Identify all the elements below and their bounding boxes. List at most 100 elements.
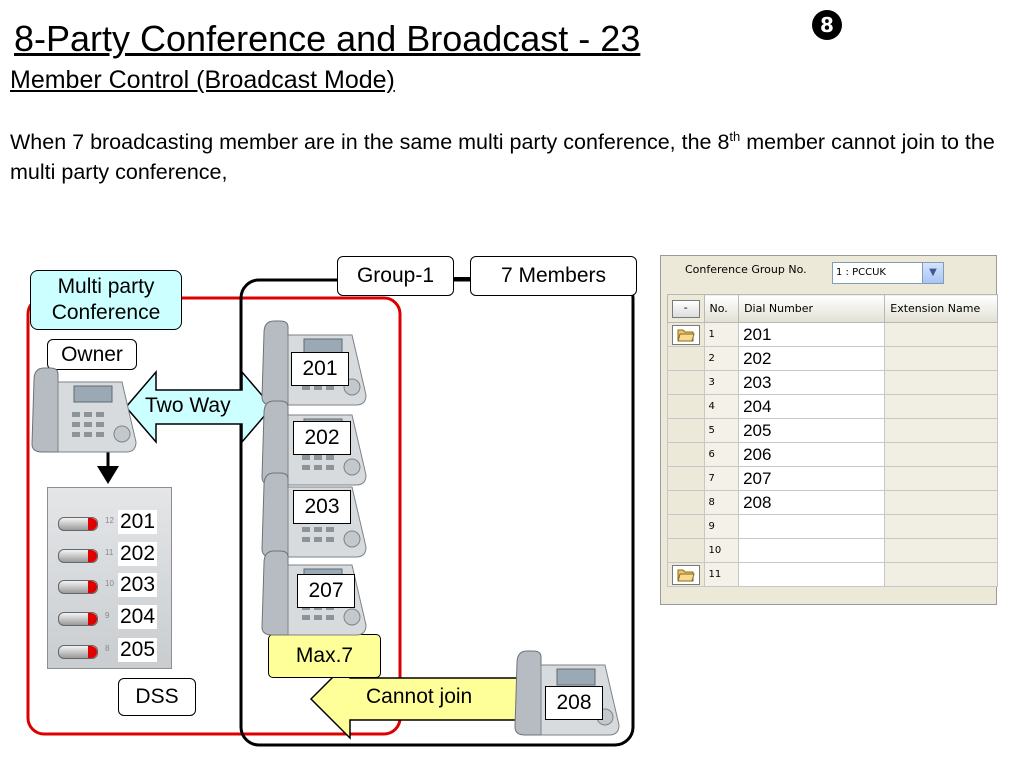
dss-key-index: 12	[105, 516, 114, 525]
table-header-row: - No. Dial Number Extension Name	[667, 294, 998, 323]
dss-key-row: 10 203	[58, 573, 170, 599]
chevron-down-icon[interactable]: ▼	[922, 263, 943, 283]
table-row[interactable]: 10	[667, 538, 998, 563]
cell-no: 10	[703, 538, 740, 563]
group-label: Group-1	[337, 256, 454, 296]
cell-extension-name[interactable]	[884, 346, 998, 371]
owner-label: Owner	[47, 339, 137, 370]
folder-icon[interactable]	[671, 564, 700, 585]
table-row[interactable]: 9	[667, 514, 998, 539]
cell-extension-name[interactable]	[884, 370, 998, 395]
row-control	[667, 466, 705, 491]
dss-key-index: 8	[105, 644, 110, 653]
table-row[interactable]: 11	[667, 562, 998, 587]
column-header-dial-number[interactable]: Dial Number	[738, 294, 886, 323]
description-part2: member cannot join to the multi party co…	[10, 130, 995, 185]
phone-number-207: 207	[297, 574, 355, 608]
dss-key-button[interactable]	[58, 580, 98, 594]
dss-label: DSS	[118, 678, 196, 716]
multi-party-line1: Multi party	[57, 275, 155, 298]
cell-extension-name[interactable]	[884, 466, 998, 491]
dss-key-number: 203	[118, 573, 158, 597]
conference-frame	[26, 296, 402, 736]
column-header-extension-name[interactable]: Extension Name	[884, 294, 998, 323]
phone-number-208: 208	[545, 686, 603, 720]
members-label: 7 Members	[470, 256, 637, 296]
cell-no: 5	[703, 418, 740, 443]
cell-dial-number[interactable]: 201	[738, 322, 886, 347]
phone-number-201: 201	[291, 352, 349, 386]
cell-dial-number[interactable]	[738, 514, 886, 539]
dss-key-number: 201	[118, 510, 158, 534]
cell-dial-number[interactable]	[738, 538, 886, 563]
cell-extension-name[interactable]	[884, 418, 998, 443]
dss-key-row: 12 201	[58, 510, 170, 536]
cell-dial-number[interactable]: 203	[738, 370, 886, 395]
dss-key-row: 8 205	[58, 638, 170, 664]
remove-button[interactable]: -	[671, 299, 700, 318]
cell-extension-name[interactable]	[884, 442, 998, 467]
table-header-control: -	[667, 294, 705, 323]
cell-no: 7	[703, 466, 740, 491]
row-control	[667, 490, 705, 515]
cell-no: 8	[703, 490, 740, 515]
row-control	[667, 370, 705, 395]
column-header-no[interactable]: No.	[703, 294, 740, 323]
folder-icon[interactable]	[671, 324, 700, 345]
dss-key-button[interactable]	[58, 517, 98, 531]
cell-extension-name[interactable]	[884, 394, 998, 419]
cell-extension-name[interactable]	[884, 562, 998, 587]
dss-key-index: 10	[105, 579, 114, 588]
multi-party-conference-label: Multi party Conference	[30, 270, 182, 330]
cell-extension-name[interactable]	[884, 538, 998, 563]
cell-dial-number[interactable]	[738, 562, 886, 587]
cell-dial-number[interactable]: 202	[738, 346, 886, 371]
cannot-join-label: Cannot join	[366, 685, 473, 708]
page-subtitle: Member Control (Broadcast Mode)	[10, 66, 395, 94]
max-label: Max.7	[268, 634, 381, 678]
cell-dial-number[interactable]: 206	[738, 442, 886, 467]
dss-key-number: 205	[118, 638, 158, 662]
cell-no: 4	[703, 394, 740, 419]
cell-dial-number[interactable]: 208	[738, 490, 886, 515]
row-control	[667, 514, 705, 539]
row-control	[667, 442, 705, 467]
cell-no: 1	[703, 322, 740, 347]
cell-no: 2	[703, 346, 740, 371]
row-control[interactable]	[667, 562, 705, 587]
page-title: 8-Party Conference and Broadcast - 23	[14, 18, 641, 59]
cell-extension-name[interactable]	[884, 322, 998, 347]
dss-key-button[interactable]	[58, 645, 98, 659]
conference-group-select[interactable]: 1 : PCCUK ▼	[832, 262, 944, 284]
cell-extension-name[interactable]	[884, 514, 998, 539]
two-way-label: Two Way	[145, 394, 231, 417]
cell-dial-number[interactable]: 207	[738, 466, 886, 491]
dss-key-button[interactable]	[58, 612, 98, 626]
cell-dial-number[interactable]: 204	[738, 394, 886, 419]
dss-key-index: 9	[105, 611, 110, 620]
cell-no: 6	[703, 442, 740, 467]
cell-no: 9	[703, 514, 740, 539]
cell-dial-number[interactable]: 205	[738, 418, 886, 443]
row-control	[667, 394, 705, 419]
description: When 7 broadcasting member are in the sa…	[10, 122, 1010, 187]
phone-number-203: 203	[293, 490, 351, 524]
owner-phone-icon	[31, 367, 137, 453]
conference-group-panel: Conference Group No. 1 : PCCUK ▼ - No. D…	[660, 255, 998, 605]
row-control[interactable]	[667, 322, 705, 347]
conference-group-label: Conference Group No.	[685, 263, 807, 276]
dss-key-button[interactable]	[58, 549, 98, 563]
description-sup: th	[729, 129, 741, 144]
cell-extension-name[interactable]	[884, 490, 998, 515]
dss-key-index: 11	[105, 548, 114, 557]
